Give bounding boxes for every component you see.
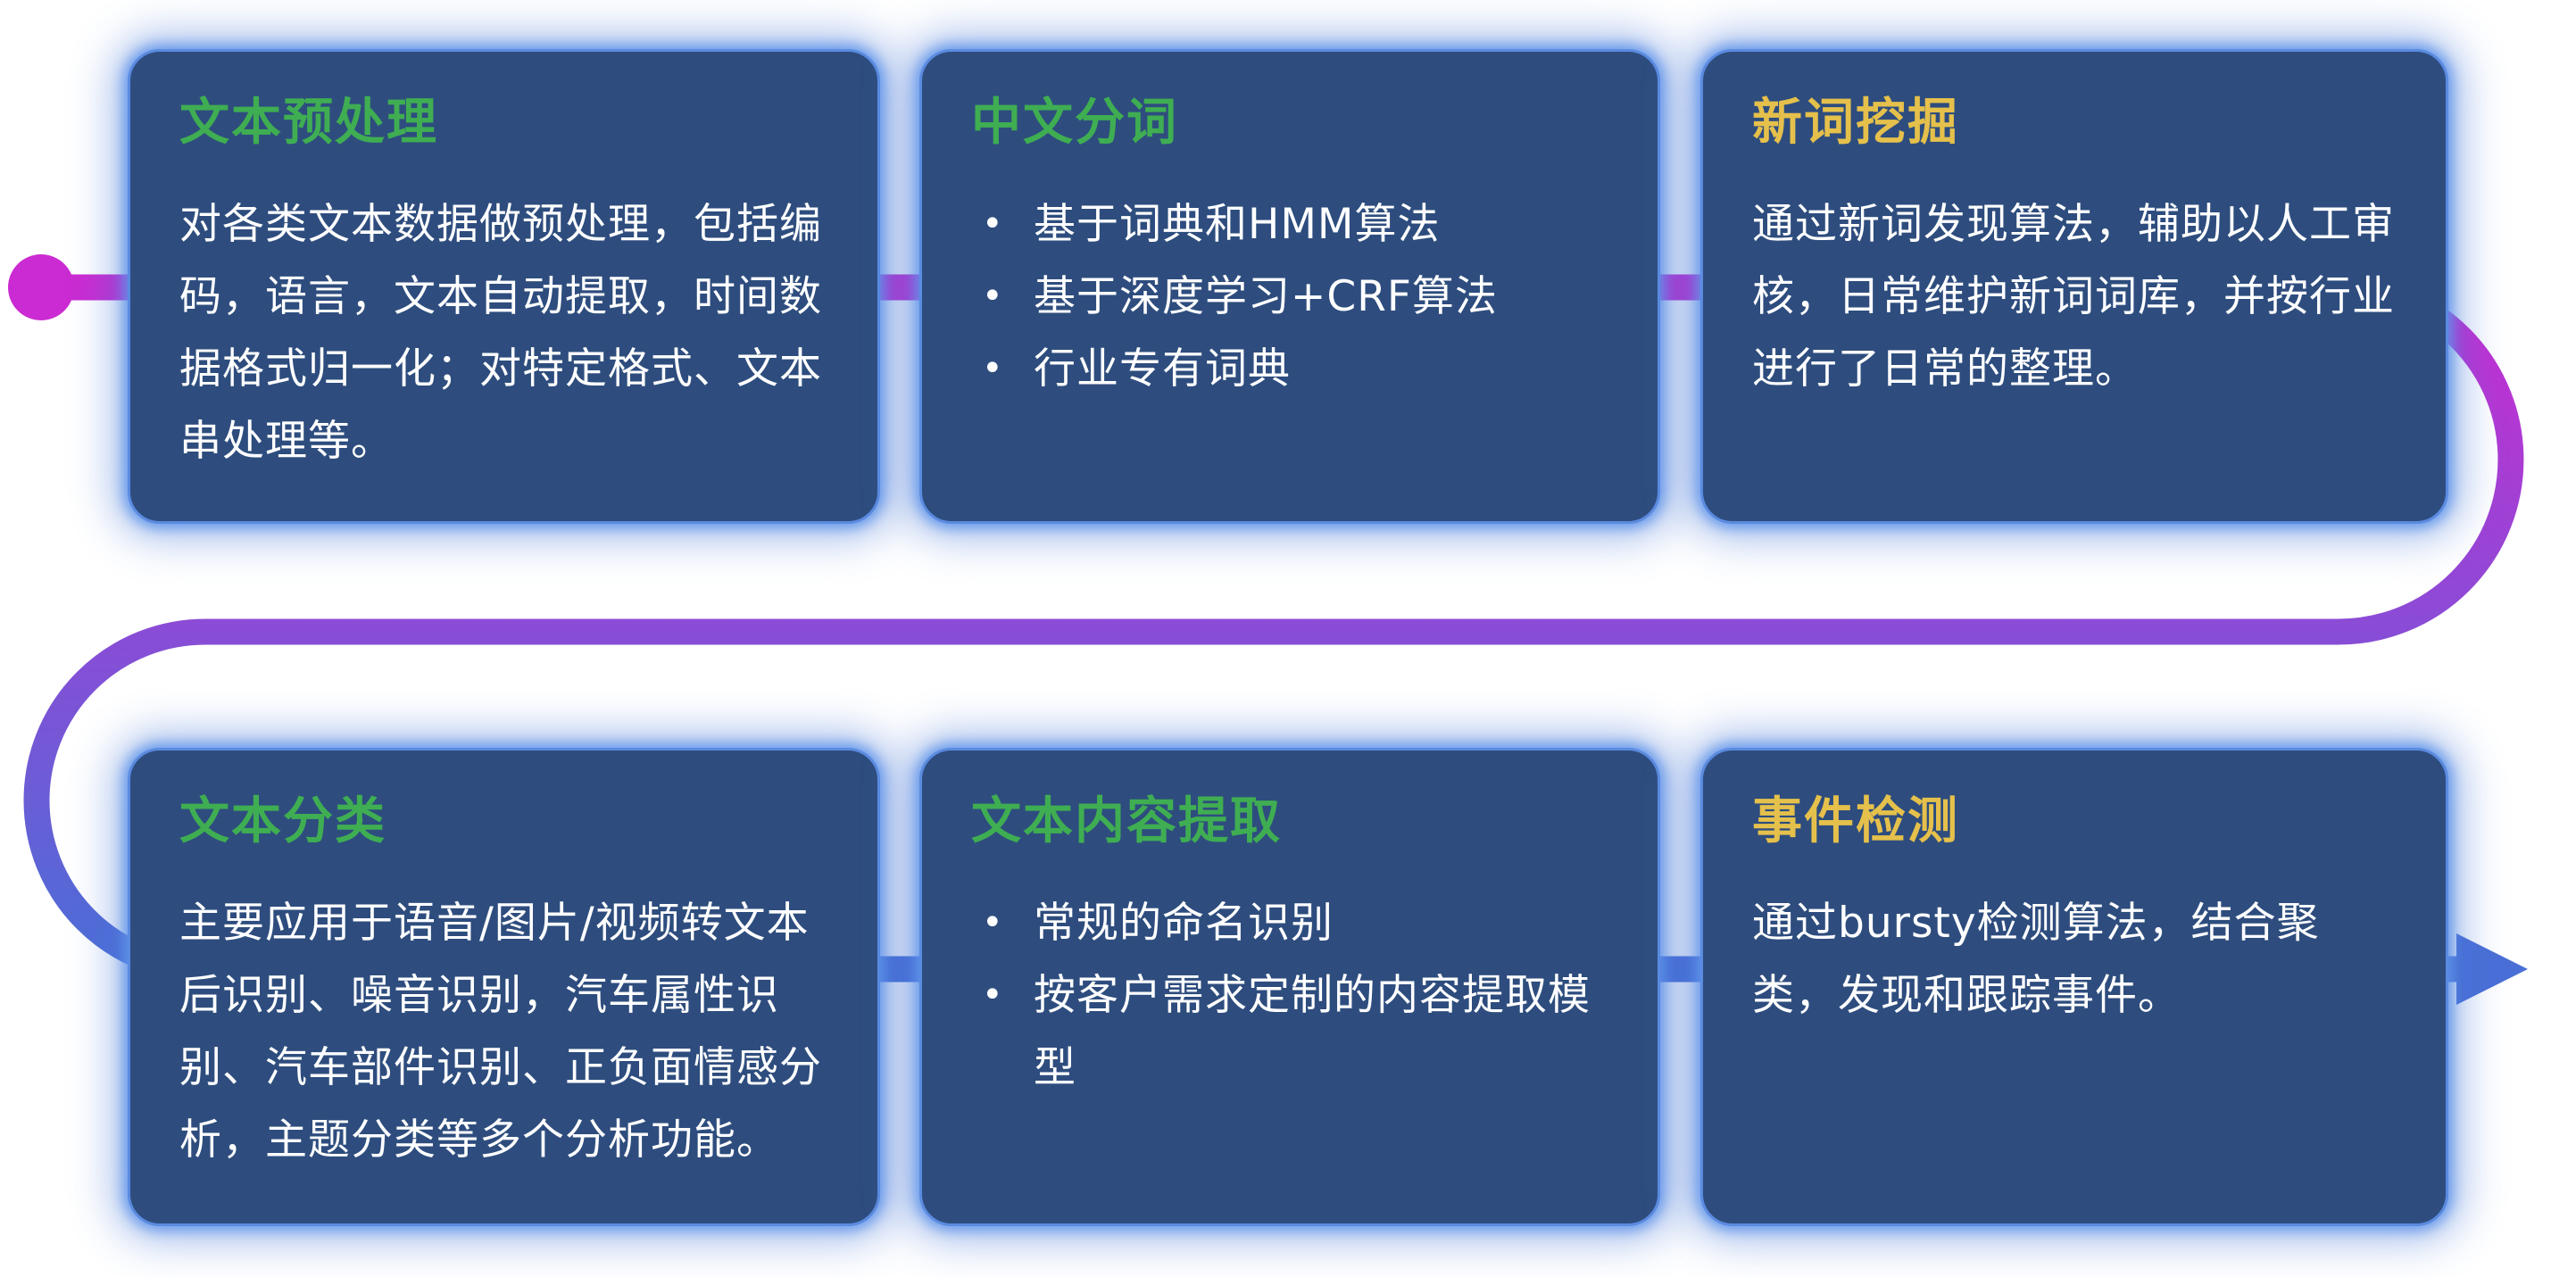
bullet-item: 行业专有词典 xyxy=(971,333,1608,405)
card-title: 中文分词 xyxy=(971,94,1178,152)
card-title: 文本内容提取 xyxy=(971,792,1282,850)
card-title: 文本分类 xyxy=(179,792,386,850)
bullet-item: 常规的命名识别 xyxy=(971,887,1608,959)
card-body: 对各类文本数据做预处理，包括编码，语言，文本自动提取，时间数据格式归一化；对特定… xyxy=(179,200,822,467)
card-new-word-mining: 新词挖掘 通过新词发现算法，辅助以人工审核，日常维护新词词库，并按行业进行了日常… xyxy=(1700,49,2448,524)
bullet-item: 基于词典和HMM算法 xyxy=(971,188,1608,261)
card-text-classification: 文本分类 主要应用于语音/图片/视频转文本后识别、噪音识别，汽车属性识别、汽车部… xyxy=(128,748,880,1226)
flow-arrow-icon xyxy=(2456,933,2528,1005)
card-text-preprocessing: 文本预处理 对各类文本数据做预处理，包括编码，语言，文本自动提取，时间数据格式归… xyxy=(128,49,880,524)
card-body: 通过bursty检测算法，结合聚类，发现和跟踪事件。 xyxy=(1752,899,2320,1021)
card-title: 事件检测 xyxy=(1752,792,1959,850)
card-body: 主要应用于语音/图片/视频转文本后识别、噪音识别，汽车属性识别、汽车部件识别、正… xyxy=(179,899,822,1165)
card-title: 文本预处理 xyxy=(179,94,438,152)
bullet-item: 基于深度学习+CRF算法 xyxy=(971,261,1608,333)
card-title: 新词挖掘 xyxy=(1752,94,1959,152)
card-text-content-extraction: 文本内容提取 常规的命名识别 按客户需求定制的内容提取模型 xyxy=(919,748,1660,1226)
card-body: 通过新词发现算法，辅助以人工审核，日常维护新词词库，并按行业进行了日常的整理。 xyxy=(1752,200,2395,394)
flow-path xyxy=(23,274,2524,983)
card-bullet-list: 基于词典和HMM算法 基于深度学习+CRF算法 行业专有词典 xyxy=(971,188,1608,405)
card-chinese-word-segmentation: 中文分词 基于词典和HMM算法 基于深度学习+CRF算法 行业专有词典 xyxy=(919,49,1660,524)
flow-start-dot xyxy=(8,254,74,320)
card-event-detection: 事件检测 通过bursty检测算法，结合聚类，发现和跟踪事件。 xyxy=(1700,748,2448,1226)
bullet-item: 按客户需求定制的内容提取模型 xyxy=(971,959,1608,1104)
card-bullet-list: 常规的命名识别 按客户需求定制的内容提取模型 xyxy=(971,887,1608,1104)
